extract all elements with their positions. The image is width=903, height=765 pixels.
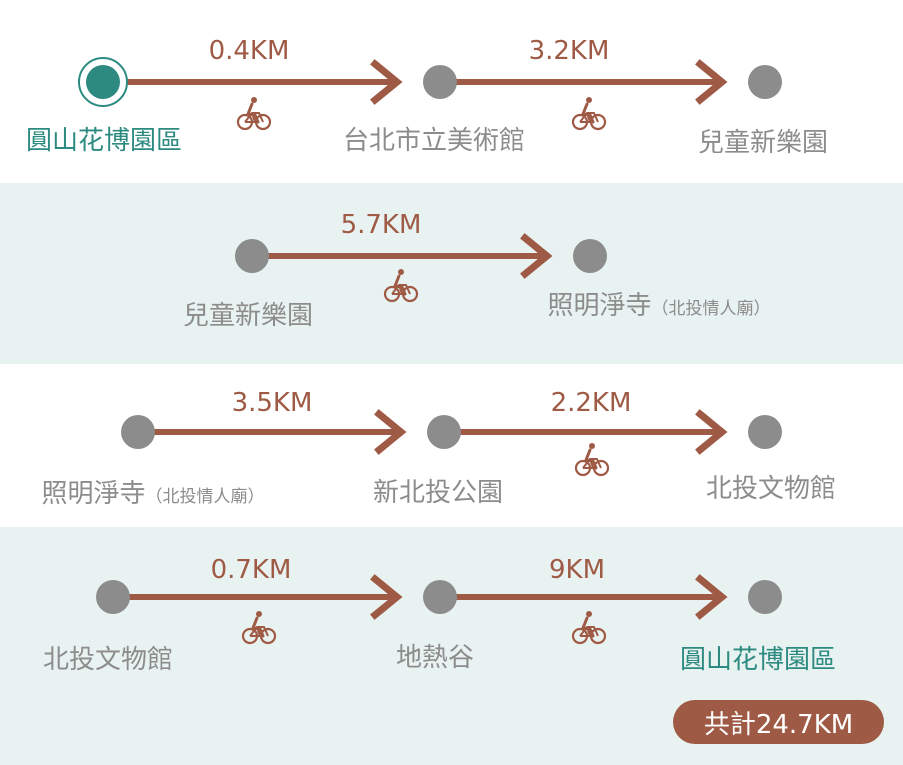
stop-node [96,580,130,614]
bicycle-icon [571,611,607,645]
arrow-head [370,59,403,105]
bicycle-icon [241,611,277,645]
stop-label: 北投文物館 [42,645,174,675]
stop-label: 照明淨寺（北投情人廟） [547,291,771,321]
stop-node [121,415,155,449]
bicycle-icon [571,97,607,131]
stop-node [748,580,782,614]
stop-label: 圓山花博園區 [679,645,837,675]
segment-distance: 3.5KM [231,388,313,418]
segment-distance: 0.4KM [208,36,290,66]
segment-distance: 5.7KM [340,210,422,240]
stop-label: 台北市立美術館 [342,126,526,156]
stop-label: 地熱谷 [395,643,475,673]
route-row-2-band [0,183,903,364]
segment-distance: 0.7KM [210,555,292,585]
bicycle-icon [236,97,272,131]
stop-label: 照明淨寺（北投情人廟） [41,479,265,509]
arrow-head [370,574,403,620]
stop-node [573,239,607,273]
arrow-head [695,574,728,620]
arrow-head [695,409,728,455]
segment-distance: 2.2KM [550,388,632,418]
stop-node [423,65,457,99]
stop-node [235,239,269,273]
bicycle-icon [574,443,610,477]
stop-node [748,65,782,99]
stop-node [748,415,782,449]
stop-label: 兒童新樂園 [182,301,314,331]
stop-note: （北投情人廟） [651,299,771,319]
stop-label: 兒童新樂園 [697,128,829,158]
bicycle-icon [383,269,419,303]
start-marker [86,65,120,99]
arrow-head [695,59,728,105]
segment-distance: 9KM [548,555,606,585]
stop-node [423,580,457,614]
arrow-head [520,233,553,279]
stop-label: 北投文物館 [705,474,837,504]
segment-distance: 3.2KM [528,36,610,66]
stop-node [427,415,461,449]
stop-note: （北投情人廟） [145,487,265,507]
stop-label: 圓山花博園區 [25,126,183,156]
stop-label: 新北投公園 [372,478,504,508]
arrow-head [374,409,407,455]
total-distance-badge: 共計24.7KM [673,700,884,744]
